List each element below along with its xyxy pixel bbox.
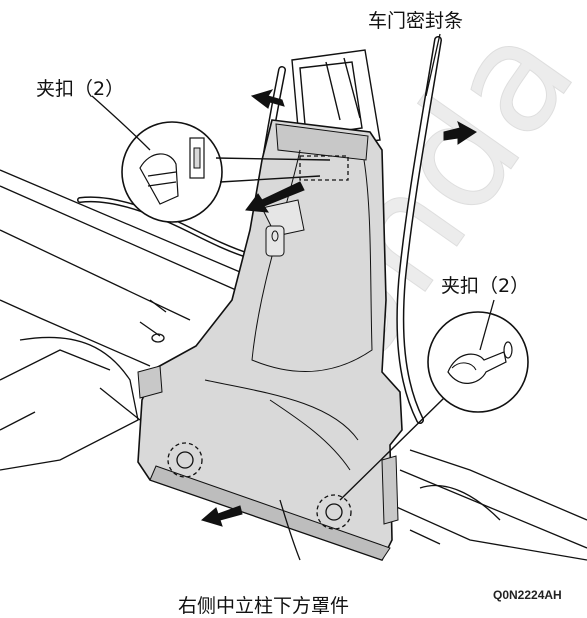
clip-detail-right [339, 299, 529, 501]
clip-label-left: 夹扣（2） [36, 78, 125, 100]
lower-pillar-trim-panel [137, 119, 403, 561]
figure-code: Q0N2224AH [493, 588, 562, 602]
clip-positions [167, 155, 352, 530]
leader-lines [279, 33, 441, 561]
clip-label-right: 夹扣（2） [441, 275, 530, 297]
vehicle-floor-lines [0, 169, 587, 561]
removal-arrows [200, 89, 477, 527]
door-seal-label: 车门密封条 [368, 10, 464, 32]
clip-detail-left [91, 95, 331, 223]
part-name-label: 右侧中立柱下方罩件 [178, 595, 350, 617]
